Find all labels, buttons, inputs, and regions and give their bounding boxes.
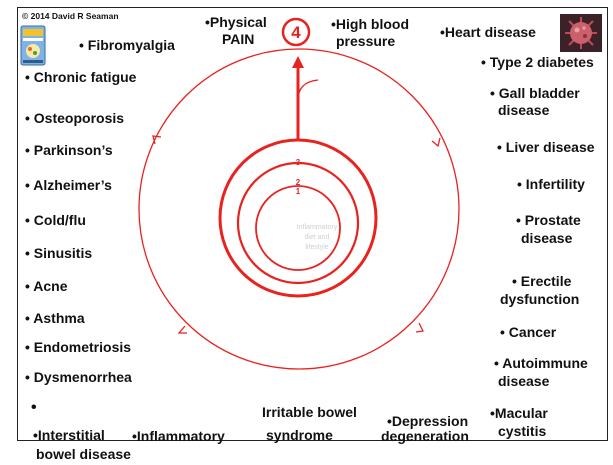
label-pressure: pressure	[336, 33, 395, 49]
stage-4-number: 4	[291, 23, 301, 42]
label-macular: •Macular	[490, 405, 548, 421]
label-type2-diabetes: • Type 2 diabetes	[481, 54, 594, 70]
label-bowel-disease: bowel disease	[36, 446, 131, 462]
label-alzheimers: • Alzheimer’s	[25, 177, 112, 193]
label-sinusitis: • Sinusitis	[25, 245, 92, 261]
cycle-arrow-bottom-left	[179, 326, 187, 333]
label-erectile: • Erectile	[512, 273, 571, 289]
label-erectile-2: dysfunction	[500, 291, 579, 307]
label-acne: • Acne	[25, 278, 68, 294]
label-depression: •Depression	[387, 413, 468, 429]
ring-1-label: 1	[296, 187, 301, 196]
label-ibs-2: syndrome	[266, 427, 333, 443]
label-prostate-2: disease	[521, 230, 572, 246]
cycle-arrow-left	[153, 136, 161, 144]
copyright-text: © 2014 David R Seaman	[22, 11, 119, 21]
label-endometriosis: • Endometriosis	[25, 339, 131, 355]
virus-icon	[560, 14, 602, 52]
cycle-arrow-right	[432, 138, 440, 146]
label-heart-disease: •Heart disease	[440, 24, 536, 40]
label-interstitial: •Interstitial	[33, 427, 105, 443]
label-liver-disease: • Liver disease	[497, 139, 595, 155]
label-cold-flu: • Cold/flu	[25, 212, 86, 228]
label-asthma: • Asthma	[25, 310, 85, 326]
label-ibs: Irritable bowel	[262, 404, 357, 420]
label-infertility: • Infertility	[517, 176, 585, 192]
book-icon	[20, 25, 46, 66]
label-gall-bladder: • Gall bladder	[490, 85, 580, 101]
label-cystitis: cystitis	[498, 423, 546, 439]
label-prostate: • Prostate	[516, 212, 581, 228]
label-dysmenorrhea: • Dysmenorrhea	[25, 369, 132, 385]
junction-arc	[298, 80, 318, 100]
label-interstitial-bullet: •	[31, 400, 37, 416]
label-parkinsons: • Parkinson’s	[25, 142, 113, 158]
label-physical: •Physical	[205, 14, 267, 30]
faint-text-1: Inflammatory	[297, 224, 338, 231]
label-autoimmune-2: disease	[498, 373, 549, 389]
faint-text-2: diet and	[305, 234, 330, 241]
label-cancer: • Cancer	[500, 324, 556, 340]
ring-2-label: 2	[296, 178, 301, 187]
label-high-blood: •High blood	[331, 16, 409, 32]
label-degeneration: degeneration	[381, 428, 469, 444]
label-osteoporosis: • Osteoporosis	[25, 110, 124, 126]
label-inflammatory: •Inflammatory	[132, 428, 225, 444]
cycle-arrow-bottom-right	[416, 323, 423, 332]
main-arrow-head	[292, 56, 304, 68]
faint-text-3: lifestyle	[305, 244, 328, 251]
ring-3-label: 3	[296, 158, 301, 167]
label-fibromyalgia: • Fibromyalgia	[79, 37, 175, 53]
label-chronic-fatigue: • Chronic fatigue	[25, 69, 136, 85]
label-gall-bladder-2: disease	[498, 102, 549, 118]
label-autoimmune: • Autoimmune	[494, 355, 588, 371]
label-pain: PAIN	[222, 31, 254, 47]
